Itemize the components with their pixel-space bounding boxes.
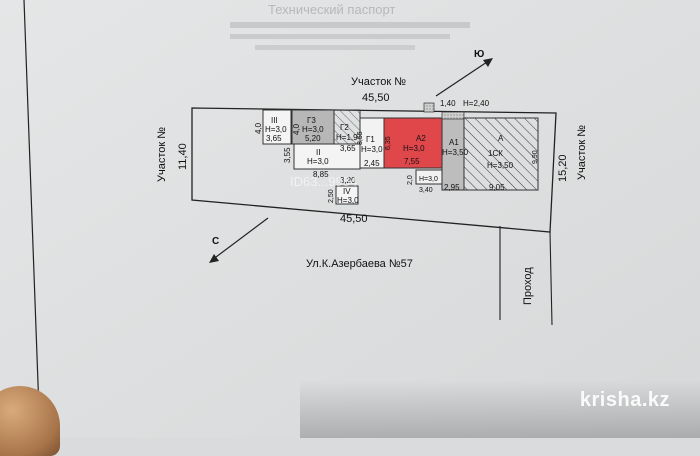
dim-bottom-length: 45,50 bbox=[340, 213, 368, 225]
photo-shadow bbox=[300, 380, 700, 438]
site-watermark: krisha.kz bbox=[579, 389, 670, 411]
room-IV-height: Н=3,0 bbox=[337, 196, 359, 205]
room-G1-name: Г1 bbox=[366, 135, 375, 144]
ghost-header: Технический паспорт bbox=[268, 2, 395, 17]
passage-line-right bbox=[549, 231, 553, 326]
room-small-width: 3,40 bbox=[419, 187, 433, 194]
room-A2-height: Н=3,0 bbox=[403, 144, 425, 153]
room-II-side: 3,55 bbox=[283, 147, 292, 163]
small-annex-top bbox=[423, 102, 435, 113]
room-IV-side: 2,50 bbox=[328, 189, 335, 203]
passage-label: Проход bbox=[522, 267, 534, 305]
dim-top-length: 45,50 bbox=[362, 92, 390, 104]
ghost-line-1 bbox=[230, 22, 470, 28]
room-G1-width: 2,45 bbox=[364, 159, 380, 168]
south-label: С bbox=[212, 236, 219, 247]
room-A2-name: А2 bbox=[416, 134, 426, 143]
room-G2-width: 3,65 bbox=[340, 144, 356, 153]
room-A-side: 9,90 bbox=[532, 150, 539, 164]
room-A-height: Н=3,50 bbox=[487, 161, 514, 170]
south-arrow-head bbox=[209, 254, 219, 263]
room-small-porch bbox=[415, 169, 443, 185]
room-small-side: 2,0 bbox=[407, 175, 414, 185]
room-A1-height: Н=3,50 bbox=[442, 148, 469, 157]
north-label: Ю bbox=[474, 49, 484, 60]
floor-plan-drawing: Технический паспорт Участок № 45,5 bbox=[0, 0, 700, 439]
north-arrow-line bbox=[435, 59, 491, 97]
room-II-width: 8,85 bbox=[313, 170, 329, 179]
room-III-side: 4,0 bbox=[254, 122, 263, 134]
paper-fold-line bbox=[23, 0, 41, 439]
room-A1-name: А1 bbox=[449, 138, 459, 147]
room-G3 bbox=[291, 109, 335, 145]
room-A-name: А bbox=[498, 134, 504, 143]
right-plot-label: Участок № bbox=[576, 125, 588, 180]
room-III-name: III bbox=[271, 116, 278, 125]
room-G2-side: 3,55 bbox=[357, 131, 364, 145]
left-plot-label: Участок № bbox=[156, 127, 168, 182]
top-plot-label: Участок № bbox=[351, 76, 406, 88]
paper-background bbox=[0, 0, 700, 438]
room-G3-width: 5,20 bbox=[305, 134, 321, 143]
room-A2-side: 6,35 bbox=[385, 136, 392, 150]
room-A-width: 9,05 bbox=[489, 183, 505, 192]
street-label: Ул.К.Азербаева №57 bbox=[306, 258, 413, 270]
ghost-line-2 bbox=[230, 34, 450, 39]
room-A2-width: 7,55 bbox=[404, 157, 420, 166]
north-arrow-head bbox=[483, 58, 493, 67]
room-IV-name: IV bbox=[343, 187, 351, 196]
south-arrow-line bbox=[211, 217, 269, 261]
room-G1-height: Н=3,0 bbox=[361, 145, 383, 154]
dim-extra-height: Н=2,40 bbox=[463, 99, 490, 108]
room-A-subtype: 1СК bbox=[488, 149, 503, 158]
watermark-id: ID63...9954 bbox=[290, 174, 357, 189]
room-A2-highlighted bbox=[383, 117, 443, 169]
dim-extra-top: 1,40 bbox=[440, 99, 456, 108]
room-IV bbox=[335, 185, 359, 205]
room-G3-height: Н=3,0 bbox=[302, 125, 324, 134]
room-small-height: Н=3,0 bbox=[419, 176, 438, 183]
room-III-width: 3,65 bbox=[266, 134, 282, 143]
room-III-height: Н=3,0 bbox=[265, 125, 287, 134]
room-IV-width: 3,20 bbox=[340, 176, 356, 185]
room-II-height: Н=3,0 bbox=[307, 157, 329, 166]
room-G3-side: 4,0 bbox=[292, 123, 301, 135]
room-G3-name: Г3 bbox=[307, 116, 316, 125]
room-II-name: II bbox=[316, 148, 320, 157]
room-A1-width: 2,95 bbox=[444, 183, 460, 192]
room-II bbox=[293, 143, 361, 170]
dim-left-height: 11,40 bbox=[177, 143, 189, 170]
room-G2-height: Н=1,9 bbox=[336, 133, 358, 142]
room-A1-strip bbox=[441, 111, 465, 120]
ghost-line-3 bbox=[255, 45, 415, 50]
room-III bbox=[262, 109, 292, 145]
room-A bbox=[463, 117, 539, 191]
dim-right-height: 15,20 bbox=[557, 154, 569, 182]
room-G2-name: Г2 bbox=[340, 123, 349, 132]
room-G1 bbox=[359, 117, 385, 169]
